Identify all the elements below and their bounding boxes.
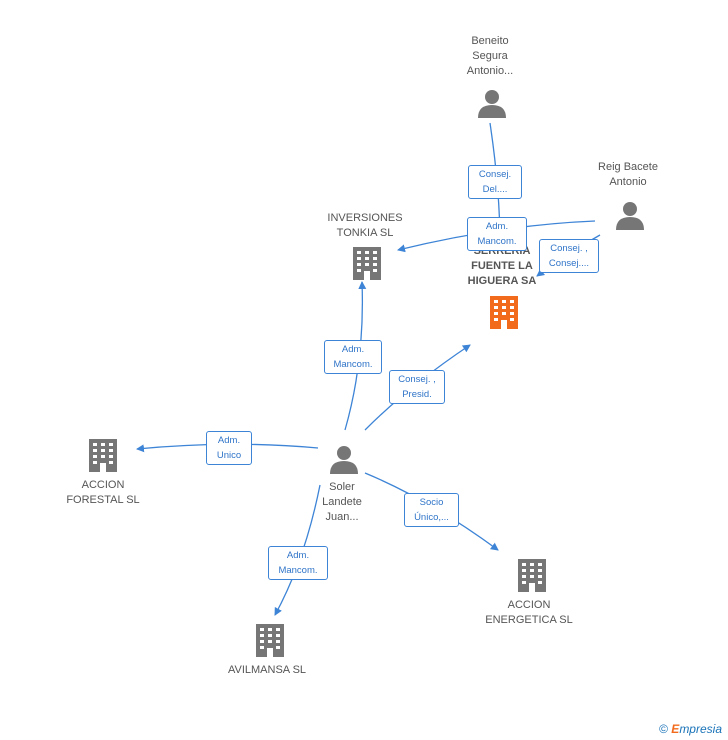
edge-label-soler-avilmansa[interactable]: Adm. Mancom. <box>268 546 328 580</box>
node-label-beneito[interactable]: Beneito Segura Antonio... <box>466 35 514 77</box>
edge-label-reig-serreria[interactable]: Consej. , Consej.... <box>539 239 599 273</box>
node-label-forestal[interactable]: ACCION FORESTAL SL <box>66 479 140 506</box>
person-icon[interactable] <box>616 202 644 230</box>
building-icon[interactable] <box>256 624 284 657</box>
building-icon[interactable] <box>518 559 546 592</box>
brand-name: mpresia <box>679 722 722 736</box>
node-label-soler[interactable]: Soler Landete Juan... <box>322 481 362 523</box>
edge-label-beneito-serreria[interactable]: Consej. Del.... <box>468 165 522 199</box>
person-icon[interactable] <box>478 90 506 118</box>
brand-footer: © Empresia <box>659 722 722 736</box>
building-icon-main[interactable] <box>490 296 518 329</box>
copyright-symbol: © <box>659 722 668 736</box>
edge-label-soler-forestal[interactable]: Adm. Unico <box>206 431 252 465</box>
node-label-inversiones[interactable]: INVERSIONES TONKIA SL <box>327 212 403 239</box>
building-icon[interactable] <box>89 439 117 472</box>
edge-label-soler-serreria[interactable]: Consej. , Presid. <box>389 370 445 404</box>
building-icon[interactable] <box>353 247 381 280</box>
person-icon[interactable] <box>330 446 358 474</box>
brand-initial: E <box>671 722 680 736</box>
node-label-energetica[interactable]: ACCION ENERGETICA SL <box>485 599 573 626</box>
node-label-avilmansa[interactable]: AVILMANSA SL <box>227 664 307 676</box>
edge-label-reig-inversiones[interactable]: Adm. Mancom. <box>467 217 527 251</box>
edge-label-soler-energetica[interactable]: Socio Único,... <box>404 493 459 527</box>
node-label-reig[interactable]: Reig Bacete Antonio <box>598 161 658 188</box>
edge-label-soler-inversiones[interactable]: Adm. Mancom. <box>324 340 382 374</box>
